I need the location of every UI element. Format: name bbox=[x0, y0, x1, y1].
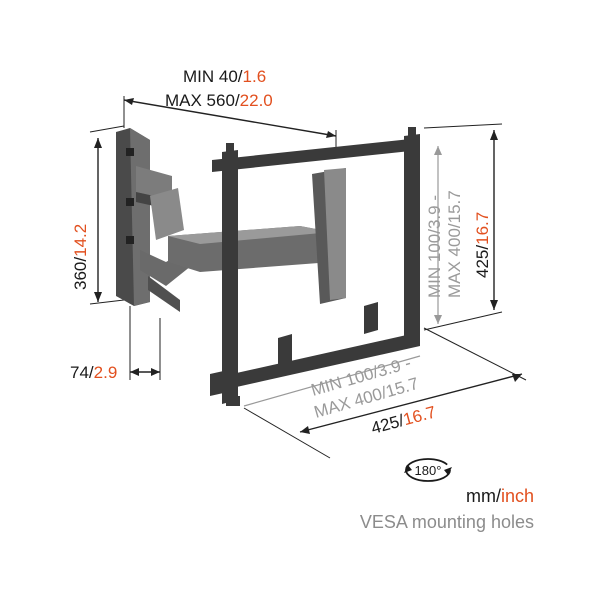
tv-plate-width-label: 425/16.7 bbox=[369, 402, 438, 437]
arm-depth-dimension bbox=[123, 96, 337, 150]
vesa-vertical-dimension bbox=[434, 146, 442, 324]
arm-depth-max-label: MAX 560/22.0 bbox=[165, 91, 273, 110]
wall-plate-depth-label: 74/2.9 bbox=[70, 363, 117, 382]
unit-inch: inch bbox=[500, 486, 534, 506]
vesa-horizontal-dimension bbox=[243, 355, 421, 407]
wall-plate-height-label: 360/14.2 bbox=[71, 224, 90, 290]
tv-plate-height-label: 425/16.7 bbox=[473, 212, 492, 278]
tv-mounting-plate bbox=[210, 127, 420, 406]
vesa-caption: VESA mounting holes bbox=[359, 512, 534, 532]
rotation-180-badge: 180° bbox=[402, 455, 454, 485]
rotation-label: 180° bbox=[415, 463, 442, 478]
unit-mm: mm bbox=[465, 486, 496, 506]
vesa-vertical-label-2: MAX 400/15.7 bbox=[445, 190, 464, 298]
tv-plate-height-dimension bbox=[423, 123, 503, 331]
rotate-icon: 180° bbox=[404, 458, 452, 482]
unit-legend: mm/inch bbox=[466, 486, 534, 507]
wall-plate-depth-dimension bbox=[129, 306, 161, 380]
vesa-vertical-label-1: MIN 100/3.9 - bbox=[425, 195, 444, 298]
wall-plate bbox=[116, 128, 150, 306]
wall-plate-height-dimension bbox=[89, 125, 125, 305]
swing-arm bbox=[136, 166, 346, 312]
arm-depth-min-label: MIN 40/1.6 bbox=[183, 67, 266, 86]
tv-plate-width-dimension bbox=[243, 327, 527, 459]
unit-sep: / bbox=[495, 486, 501, 506]
